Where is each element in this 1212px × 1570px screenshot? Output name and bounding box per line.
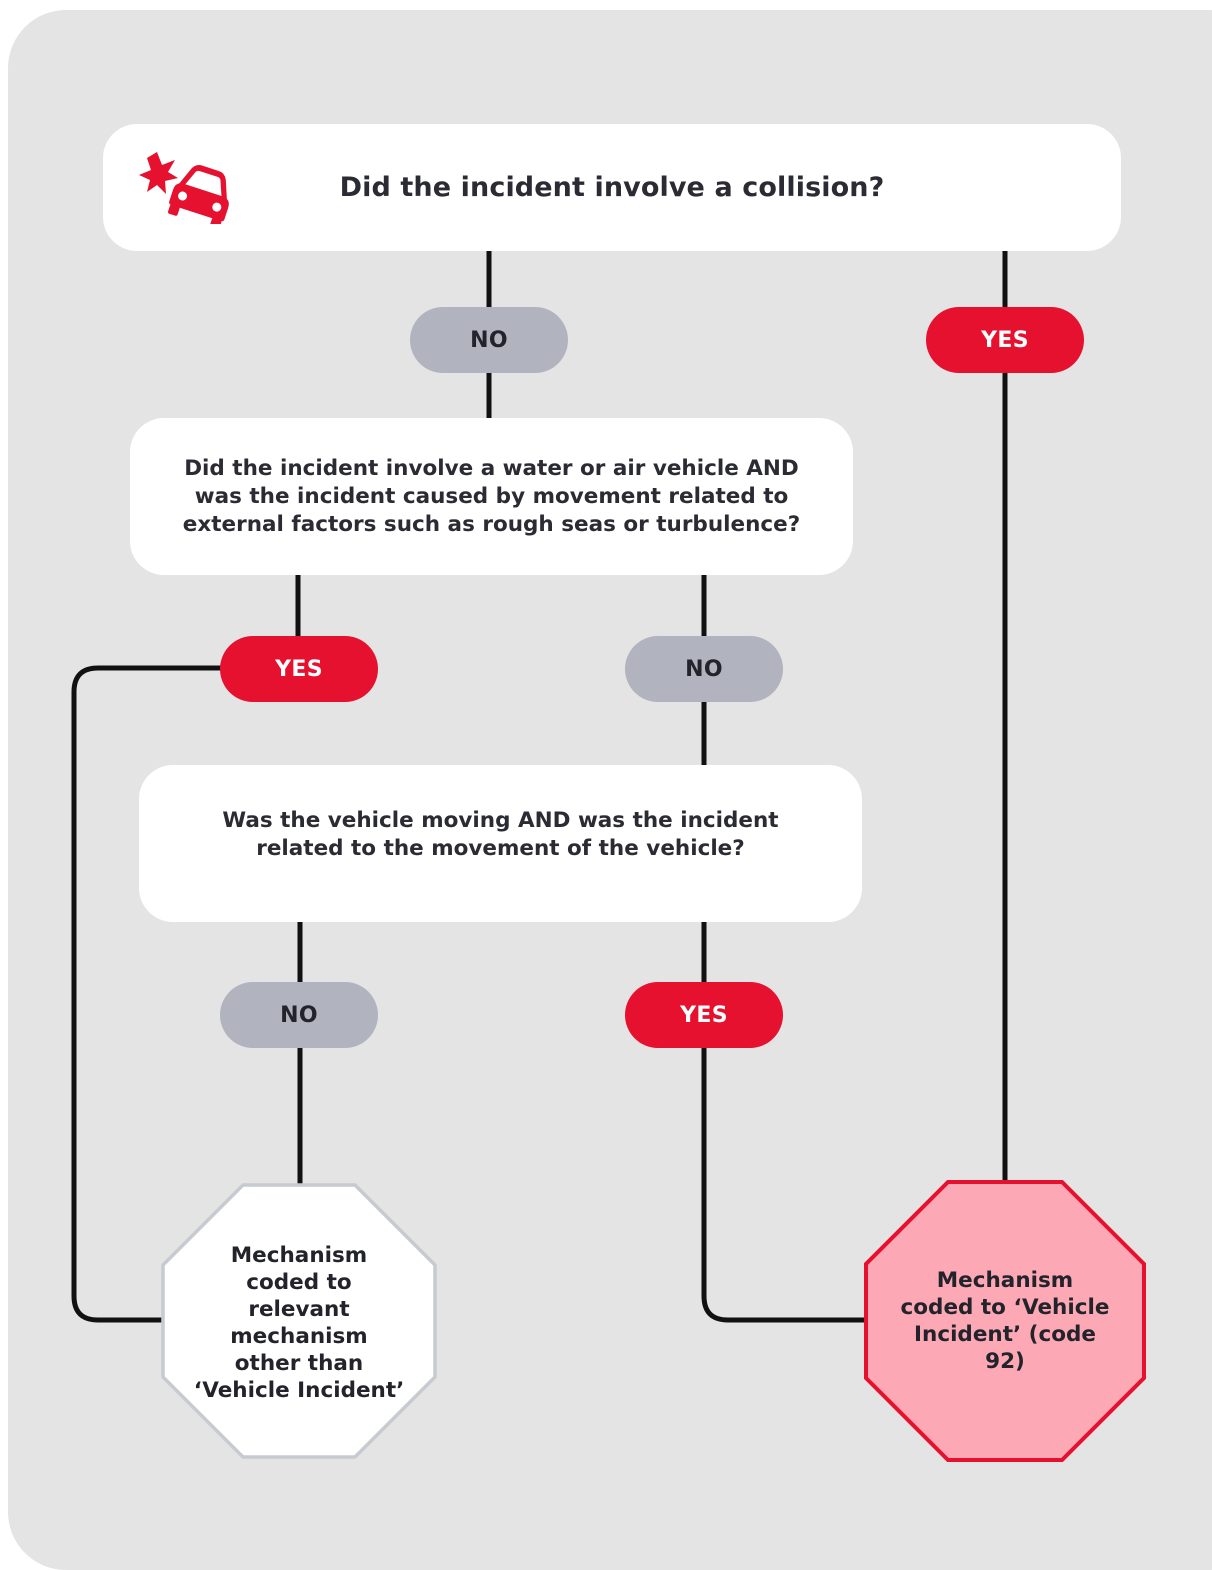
outcome-other-line: relevant xyxy=(248,1297,350,1322)
octagon-shape xyxy=(864,1180,1146,1462)
outcome-vehicle-line: Incident’ (code xyxy=(914,1322,1096,1347)
connector-q3-yes-to-vehicle xyxy=(701,919,869,1323)
outcome-other-line: ‘Vehicle Incident’ xyxy=(193,1378,405,1403)
q1-no-pill: NO xyxy=(410,307,568,373)
question-vehicle-moving: Was the vehicle moving AND was the incid… xyxy=(139,765,862,922)
question-collision: Did the incident involve a collision? xyxy=(103,124,1121,251)
question-water-air-vehicle: Did the incident involve a water or air … xyxy=(130,418,853,575)
car-collision-icon xyxy=(139,152,229,224)
outcome-vehicle-line: coded to ‘Vehicle xyxy=(900,1295,1110,1320)
question-water-air-line3: external factors such as rough seas or t… xyxy=(182,511,801,537)
outcome-vehicle-incident: Mechanism coded to ‘Vehicle Incident’ (c… xyxy=(864,1180,1146,1462)
q3-yes-pill: YES xyxy=(625,982,783,1048)
q2-yes-pill: YES xyxy=(220,636,378,702)
outcome-other-line: coded to xyxy=(246,1270,352,1295)
octagon-shape xyxy=(161,1183,437,1459)
connector-q2-yes-to-other xyxy=(71,665,225,1323)
question-vehicle-moving-line1: Was the vehicle moving AND was the incid… xyxy=(222,807,779,833)
question-water-air-and: AND xyxy=(746,455,799,481)
outcome-other-line: Mechanism xyxy=(230,1243,368,1268)
outcome-vehicle-line: 92) xyxy=(985,1349,1025,1374)
outcome-other-mechanism: Mechanism coded to relevant mechanism ot… xyxy=(161,1183,437,1459)
outcome-vehicle-line: Mechanism xyxy=(936,1268,1074,1293)
outcome-other-line: mechanism xyxy=(230,1324,368,1349)
outcome-other-line: other than xyxy=(234,1351,364,1376)
question-vehicle-moving-line2: related to the movement of the vehicle? xyxy=(256,835,745,861)
question-water-air-line2: was the incident caused by movement rela… xyxy=(194,483,789,509)
question-collision-text: Did the incident involve a collision? xyxy=(339,171,885,203)
q2-no-pill: NO xyxy=(625,636,783,702)
question-water-air-line1: Did the incident involve a water or air … xyxy=(184,455,747,481)
q3-no-pill: NO xyxy=(220,982,378,1048)
q1-yes-pill: YES xyxy=(926,307,1084,373)
